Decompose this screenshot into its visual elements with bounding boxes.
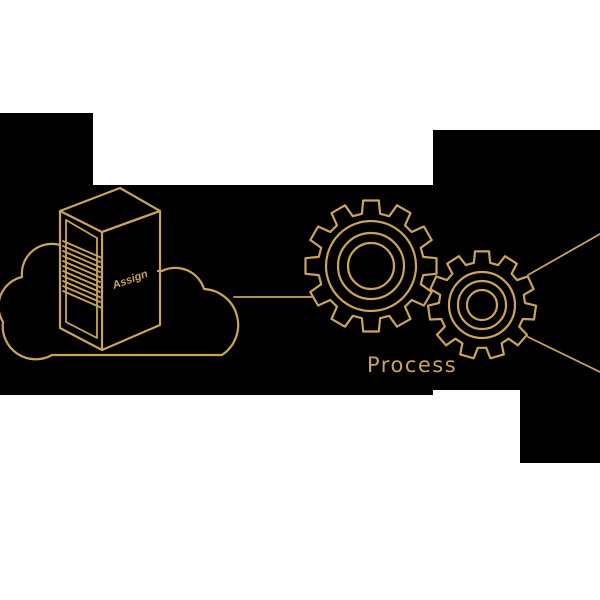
- gear-ring: [336, 231, 406, 301]
- background-panels: [0, 113, 600, 463]
- gear-outline: [304, 199, 438, 333]
- gear-outline: [426, 250, 538, 360]
- gear-ring: [346, 241, 396, 291]
- process-label: Process: [367, 353, 457, 377]
- background-panel-right-lower: [520, 385, 600, 463]
- gear-ring: [324, 219, 418, 313]
- gear-output-line-upper: [527, 233, 600, 276]
- background-panel-center: [93, 185, 433, 395]
- background-panel-right: [433, 130, 600, 390]
- server-icon: [58, 186, 162, 352]
- connector-lines: [233, 233, 600, 373]
- gear-ring: [447, 270, 517, 340]
- gear-output-line-lower: [527, 336, 600, 373]
- gear-ring: [465, 288, 499, 322]
- gear-icon: [304, 199, 438, 333]
- background-panel-left: [0, 113, 93, 395]
- cloud-icon: [0, 242, 240, 361]
- gear-icon: [426, 250, 538, 360]
- gear-ring: [456, 279, 508, 331]
